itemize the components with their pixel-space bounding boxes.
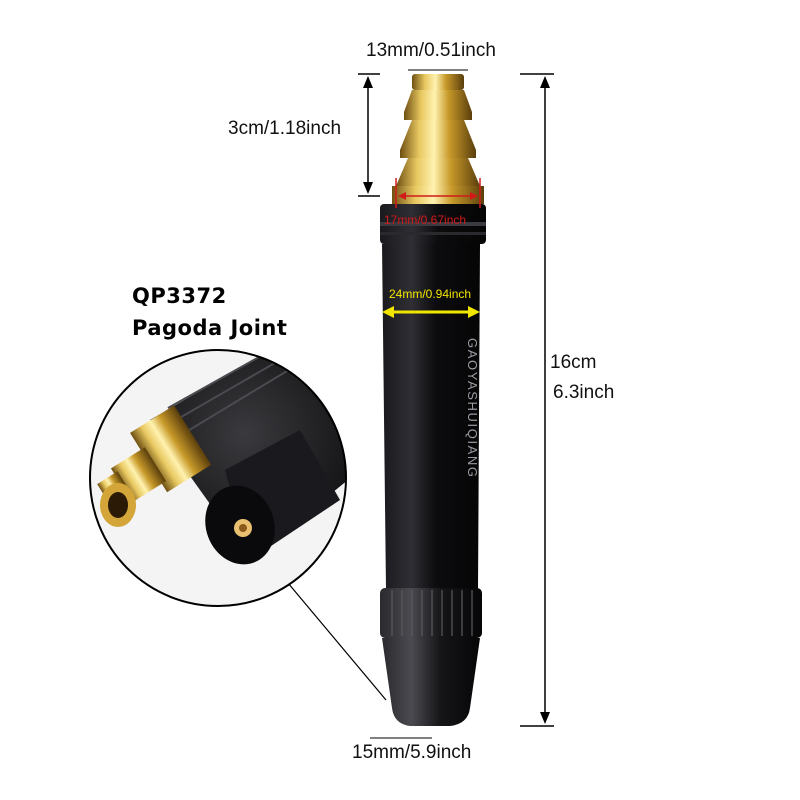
barb-length-label: 3cm/1.18inch xyxy=(228,118,342,139)
top-width-label: 13mm/0.51inch xyxy=(366,40,496,61)
dimension-lines xyxy=(358,69,554,739)
collar-width-label: 17mm/0.67inch xyxy=(384,213,467,227)
body-width-label: 24mm/0.94inch xyxy=(389,287,472,301)
collar xyxy=(380,204,486,244)
model-number: QP3372 xyxy=(132,284,227,308)
nozzle-width-label: 15mm/5.9inch xyxy=(352,742,472,763)
nozzle xyxy=(382,638,480,726)
brass-barb xyxy=(392,74,484,204)
zoom-circle-border xyxy=(89,349,347,607)
gun-body: GAOYASHUIQIANG xyxy=(382,244,480,590)
total-length-inch-label: 6.3inch xyxy=(553,382,615,403)
product-name: Pagoda Joint xyxy=(132,316,288,340)
grip-ring xyxy=(380,588,482,638)
zoom-callout xyxy=(90,350,346,606)
collar-width-marker xyxy=(395,178,481,208)
brand-text: GAOYASHUIQIANG xyxy=(465,338,480,479)
body-width-marker xyxy=(382,306,480,318)
total-length-cm-label: 16cm xyxy=(550,352,597,373)
